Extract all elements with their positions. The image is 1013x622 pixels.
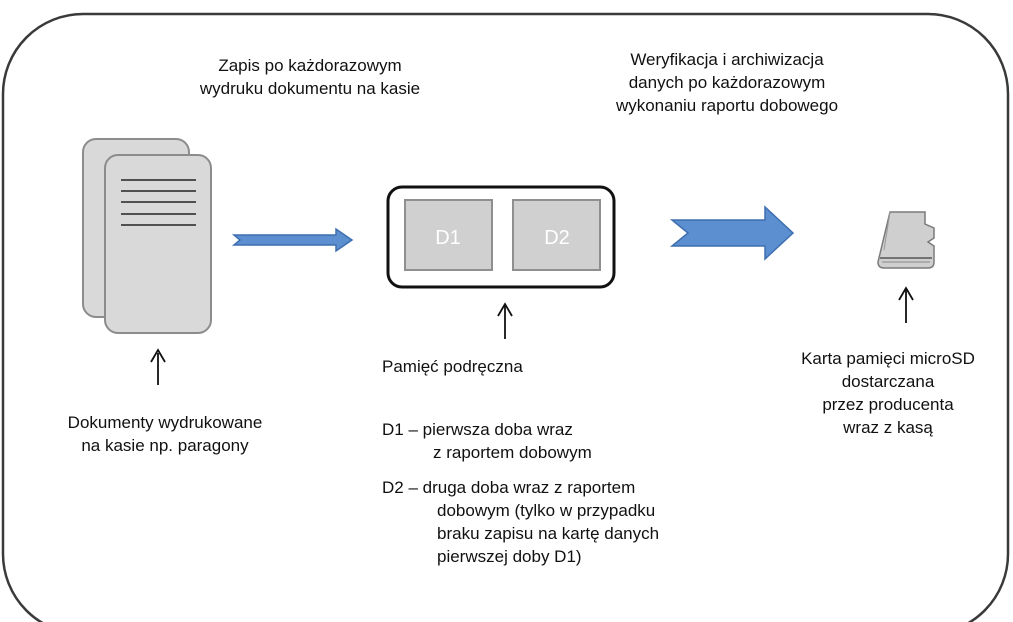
header-left-line: Zapis po każdorazowym	[218, 56, 402, 75]
header-left-text: Zapis po każdorazowym wydruku dokumentu …	[160, 54, 460, 100]
arrow-icon-small	[231, 227, 354, 253]
card-label-line: wraz z kasą	[843, 418, 933, 437]
header-right-text: Weryfikacja i archiwizacja danych po każ…	[572, 48, 882, 117]
pointer-arrow-card	[898, 286, 914, 323]
d2-description: D2 – druga doba wraz z raportem dobowym …	[382, 476, 659, 568]
card-label-line: przez producenta	[822, 395, 954, 414]
d1-description: D1 – pierwsza doba wraz z raportem dobow…	[382, 418, 592, 464]
pointer-arrow-documents	[150, 348, 166, 385]
d2-description-line: D2 – druga doba wraz z raportem	[382, 478, 636, 497]
documents-label-line: na kasie np. paragony	[81, 436, 249, 455]
d1-description-line: D1 – pierwsza doba wraz	[382, 420, 573, 439]
d1-description-line: z raportem dobowym	[433, 443, 592, 462]
header-right-line: wykonaniu raportu dobowego	[615, 96, 839, 115]
documents-label: Dokumenty wydrukowane na kasie np. parag…	[20, 411, 310, 457]
microsd-card-icon	[877, 211, 935, 269]
documents-icon	[82, 138, 212, 334]
memory-box-d1-label: D1	[435, 227, 461, 249]
outer-frame	[1, 12, 1010, 622]
d2-description-line: dobowym (tylko w przypadku	[437, 501, 656, 520]
d2-description-line: braku zapisu na kartę danych	[437, 524, 660, 543]
header-right-line: Weryfikacja i archiwizacja	[630, 50, 824, 69]
memory-box-d1	[404, 199, 493, 271]
card-label-line: dostarczana	[841, 372, 935, 391]
card-label: Karta pamięci microSD dostarczana przez …	[768, 347, 1008, 439]
documents-label-line: Dokumenty wydrukowane	[67, 413, 263, 432]
pointer-arrow-memory	[497, 302, 513, 339]
memory-label: Pamięć podręczna	[382, 357, 523, 376]
memory-box-d2-label: D2	[544, 227, 570, 249]
arrow-icon-large	[669, 205, 795, 261]
memory-box-d2	[512, 199, 601, 271]
header-right-line: danych po każdorazowym	[628, 73, 826, 92]
d2-description-line: pierwszej doby D1)	[437, 547, 582, 566]
header-left-line: wydruku dokumentu na kasie	[199, 79, 421, 98]
card-label-line: Karta pamięci microSD	[801, 349, 975, 368]
